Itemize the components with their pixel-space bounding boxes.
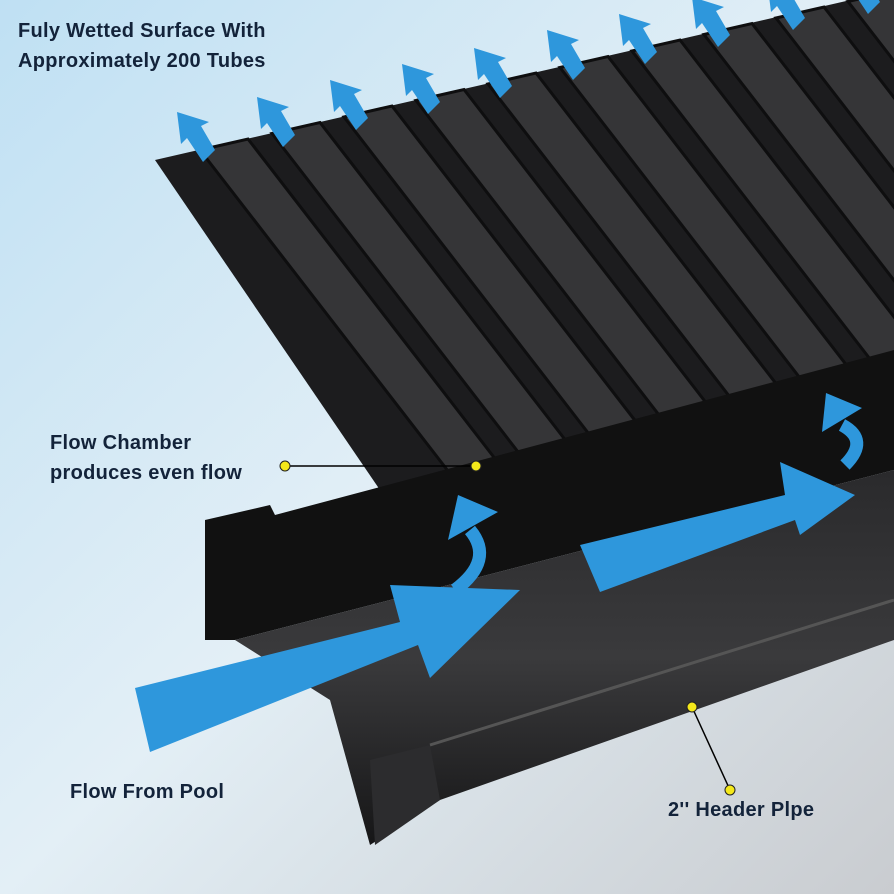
flow-out-arrow <box>858 0 880 14</box>
flow-up-arrow-2-head <box>822 393 862 432</box>
chamber-callout-dot <box>279 460 291 472</box>
flow-in-arrow <box>135 585 520 752</box>
header-pipe-end <box>370 745 440 845</box>
flow-up-arrow-1-head <box>448 495 498 540</box>
flow-out-arrow <box>619 14 657 64</box>
header-pipe-label: 2'' Header Plpe <box>668 799 815 821</box>
header-pipe <box>235 470 894 845</box>
flow-out-arrow <box>769 0 805 30</box>
tube-stripes <box>197 0 894 482</box>
flow-up-arrow-1 <box>450 525 486 596</box>
flow-across-arrow <box>580 462 855 592</box>
flow-out-arrow <box>547 30 585 80</box>
surface-label: Fuly Wetted Surface With Approximately 2… <box>18 16 266 76</box>
header-callout-line <box>691 706 731 791</box>
flow-out-arrow <box>402 64 440 114</box>
chamber-callout-dot-end <box>470 460 482 472</box>
chamber-label-line1: Flow Chamber <box>50 432 192 454</box>
flow-out-arrow <box>474 48 512 98</box>
flow-chamber <box>205 350 894 640</box>
chamber-label: Flow Chamber produces even flow <box>50 428 242 488</box>
tube <box>701 21 894 283</box>
surface-label-line2: Approximately 200 Tubes <box>18 50 266 72</box>
surface-label-line1: Fuly Wetted Surface With <box>18 20 266 42</box>
flow-out-arrow <box>330 80 368 130</box>
header-callout-dot <box>686 701 698 713</box>
flow-up-arrow-2 <box>838 419 864 470</box>
chamber-label-line2: produces even flow <box>50 462 243 484</box>
tube <box>773 5 894 174</box>
tube <box>845 0 894 64</box>
flow-from-pool-label: Flow From Pool <box>70 781 225 803</box>
flow-out-arrow <box>177 112 215 162</box>
flow-out-arrow <box>692 0 730 47</box>
flow-out-arrow <box>257 97 295 147</box>
header-callout-dot-end <box>724 784 736 796</box>
tube <box>629 38 894 383</box>
header-pipe-highlight <box>429 598 894 747</box>
flow-out-arrows <box>177 0 880 162</box>
